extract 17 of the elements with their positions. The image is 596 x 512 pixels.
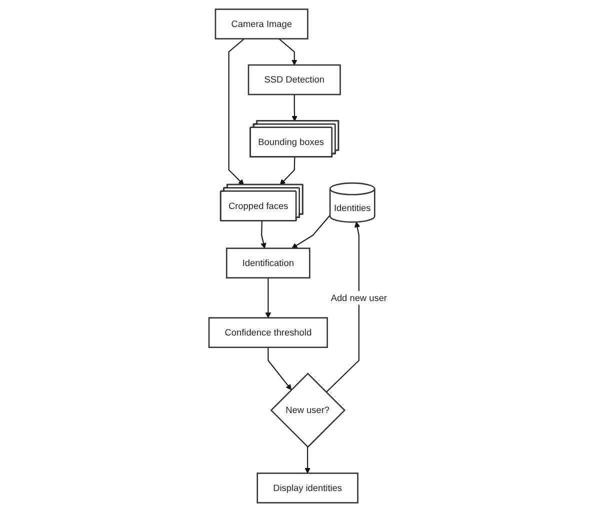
arrow bbox=[278, 38, 298, 66]
node-box: SSD Detection bbox=[248, 64, 341, 96]
node-box: Display identities bbox=[256, 472, 358, 504]
arrow bbox=[260, 220, 266, 249]
arrow bbox=[268, 347, 292, 390]
edge-label: Add new user bbox=[330, 292, 387, 303]
node-diamond: New user? bbox=[270, 372, 346, 448]
node-box: Identification bbox=[226, 248, 310, 278]
node-box: Confidence threshold bbox=[208, 317, 328, 348]
node-box: Camera Image bbox=[214, 8, 308, 40]
arrow bbox=[280, 157, 296, 186]
arrow bbox=[304, 447, 310, 474]
arrow bbox=[265, 278, 272, 318]
arrow bbox=[326, 222, 360, 393]
arrow bbox=[292, 94, 298, 122]
arrow bbox=[292, 214, 330, 249]
arrow bbox=[228, 38, 245, 186]
